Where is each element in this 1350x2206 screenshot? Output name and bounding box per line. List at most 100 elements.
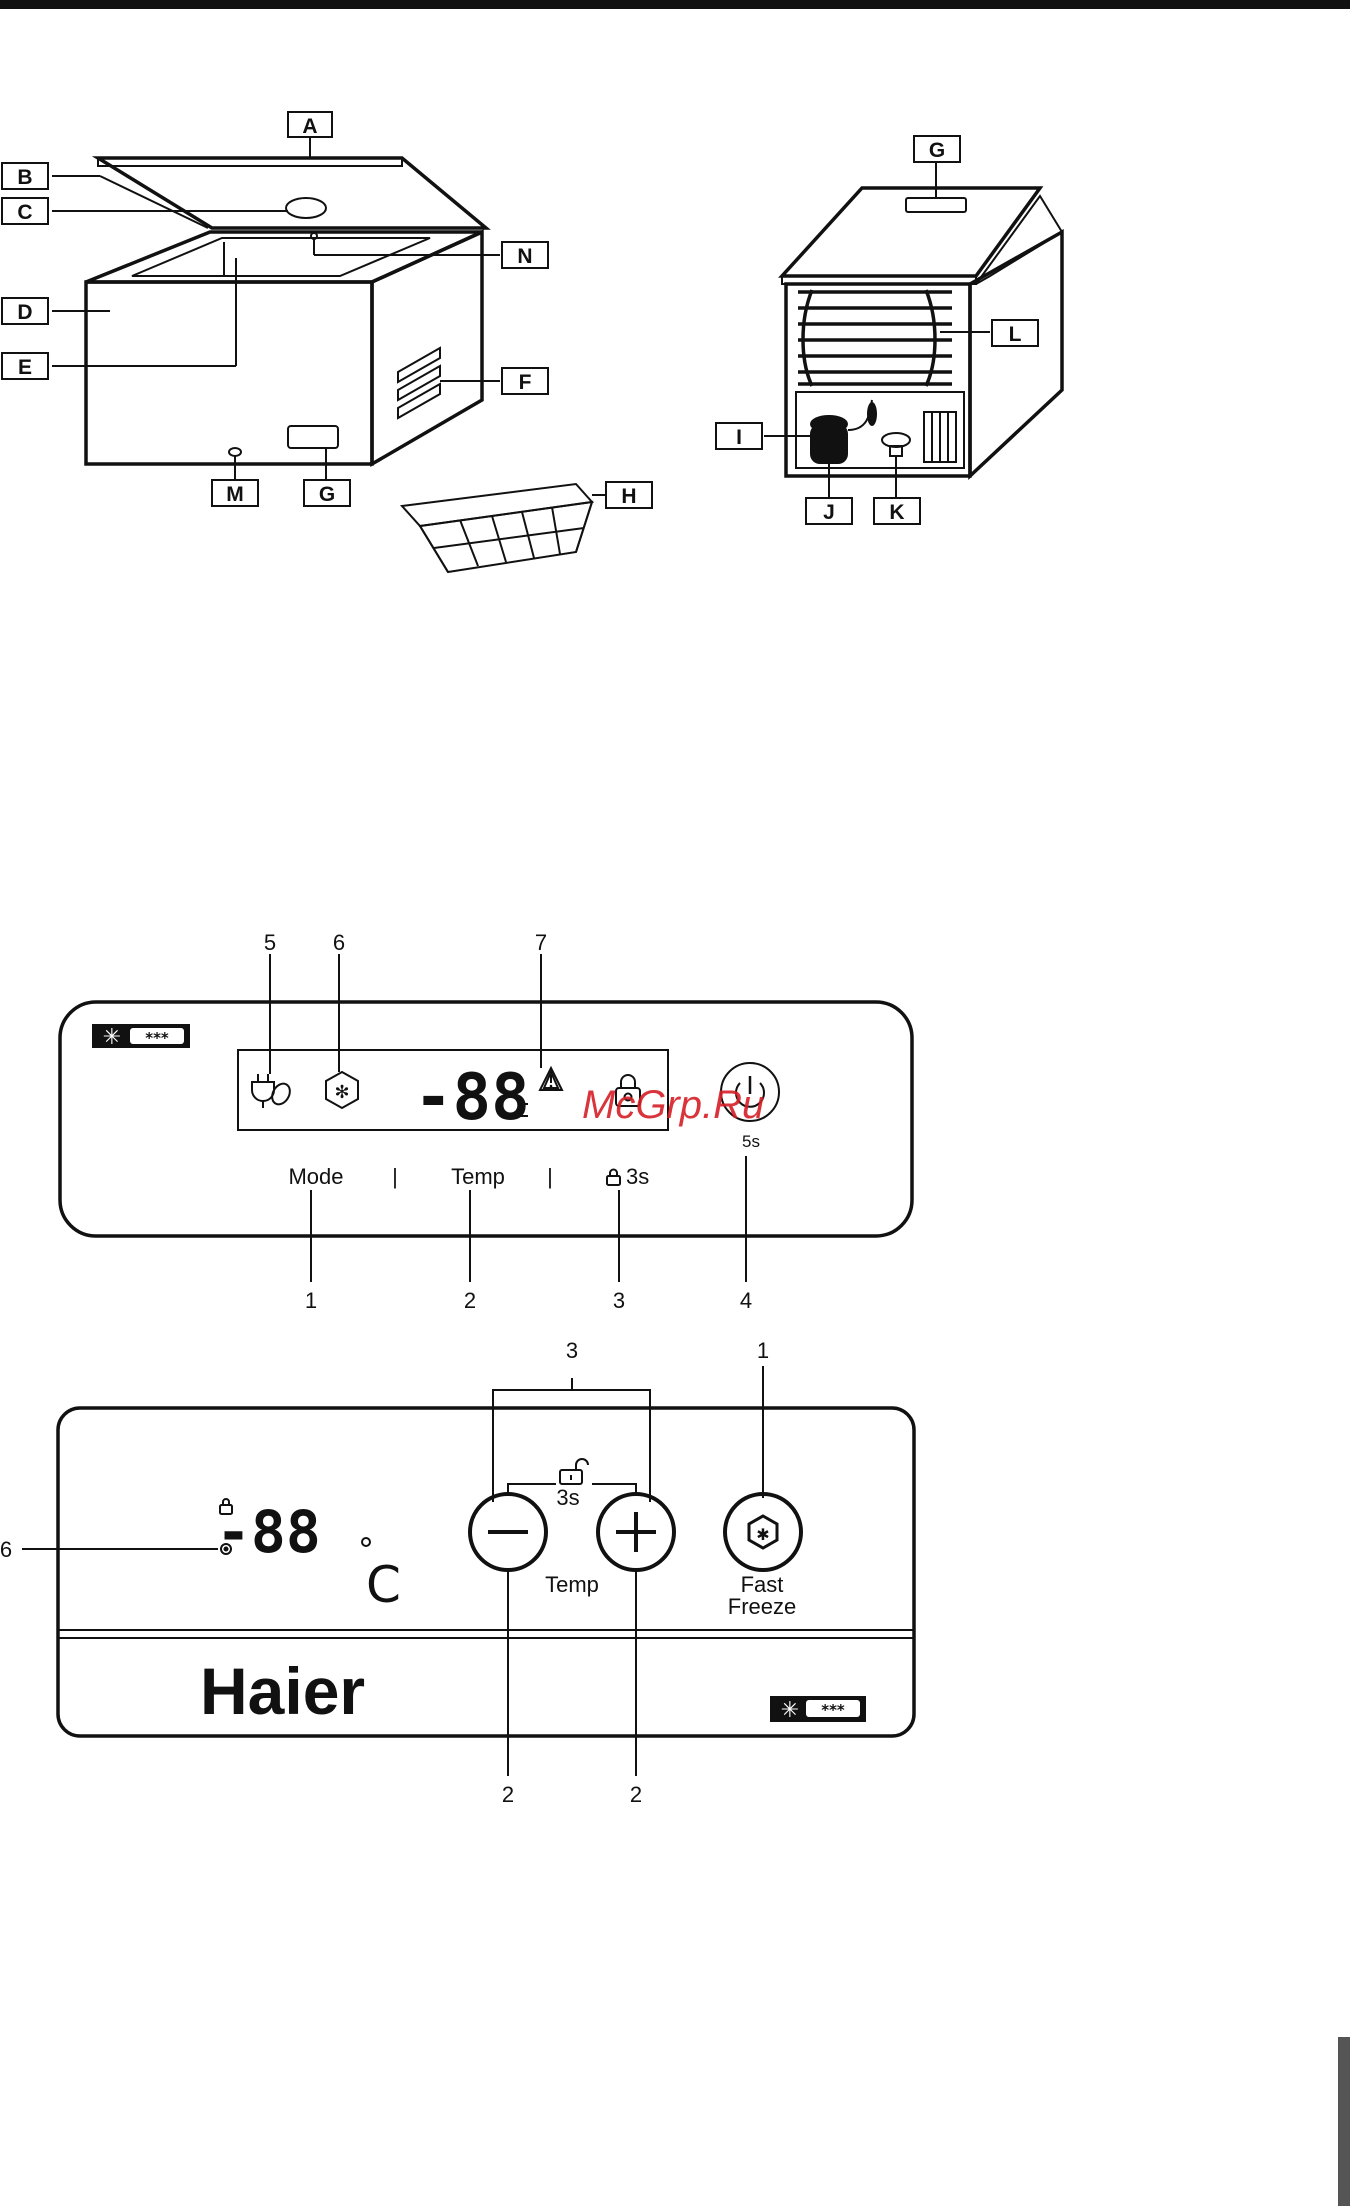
label-l: L (1009, 323, 1022, 346)
separator-1: | (392, 1164, 398, 1189)
panel1-snowflake-icon: ✳ (103, 1025, 121, 1050)
lid-handle-c (286, 198, 326, 218)
label-box-j: J (806, 498, 852, 524)
rear-control-panel (906, 198, 966, 212)
lock-small-icon (607, 1170, 620, 1185)
temp-button-label[interactable]: Temp (451, 1164, 505, 1189)
drain-plug (229, 448, 241, 456)
compressor-filter (867, 402, 877, 426)
label-box-k: K (874, 498, 920, 524)
label-i: I (736, 426, 742, 449)
label-a: A (302, 115, 317, 138)
panel1-rating-stars: *** (145, 1029, 169, 1047)
label-box-g-rear: G (914, 136, 960, 162)
label-box-g-front: G (304, 480, 350, 506)
callout-4: 4 (740, 1288, 752, 1313)
fast-freeze-label-2: Freeze (728, 1594, 796, 1619)
rear-side-panel (970, 232, 1062, 476)
panel2-temp-label: Temp (545, 1572, 599, 1597)
label-box-b: B (2, 163, 48, 189)
label-j: J (823, 501, 835, 524)
panel1-star-rating: ✳ *** (92, 1024, 190, 1050)
label-box-i: I (716, 423, 762, 449)
panel1-bottom-leaders (311, 1156, 746, 1282)
fig1-leaders (52, 136, 606, 495)
mode-button-label[interactable]: Mode (288, 1164, 343, 1189)
label-e: E (18, 356, 32, 379)
panel2-callout-2a: 2 (502, 1782, 514, 1807)
front-control-panel (288, 426, 338, 448)
separator-2: | (547, 1164, 553, 1189)
brand-logo: Haier (200, 1654, 365, 1728)
label-c: C (17, 201, 32, 224)
alarm-warning-icon (540, 1068, 562, 1090)
cabinet-front (86, 282, 372, 464)
panel2-snowflake-icon: ✳ (781, 1698, 799, 1723)
callout-7: 7 (535, 930, 547, 955)
panel2-rating-stars: *** (821, 1701, 845, 1719)
freezer-front-illustration: A B C D E F G M N H (2, 112, 652, 572)
label-n: N (517, 245, 532, 268)
panel2-callout-3: 3 (566, 1338, 578, 1363)
panel2-display: -88 C (216, 1498, 401, 1614)
callout-6: 6 (333, 930, 345, 955)
svg-text:✱: ✱ (756, 1525, 769, 1544)
compressor-top (810, 415, 848, 433)
svg-text:✻: ✻ (334, 1082, 349, 1103)
lock-button[interactable]: 3s (607, 1164, 649, 1189)
panel2-degree-mark (362, 1538, 370, 1546)
label-box-h: H (606, 482, 652, 508)
panel2-star-rating: ✳ *** (770, 1696, 866, 1723)
condenser-coils (798, 290, 952, 386)
label-h: H (621, 485, 636, 508)
label-box-d: D (2, 298, 48, 324)
panel2-bottom-leaders (508, 1570, 636, 1776)
fast-freeze-hex-icon: ✻ (326, 1072, 358, 1108)
power-hold-label: 5s (742, 1132, 760, 1151)
rear-lid-top (782, 188, 1040, 276)
callout-2: 2 (464, 1288, 476, 1313)
panel2-callout-2b: 2 (630, 1782, 642, 1807)
panel2-lock-hold-label: 3s (556, 1485, 579, 1510)
label-k: K (889, 501, 904, 524)
temp-minus-button[interactable] (470, 1494, 546, 1570)
control-panel-1: ✳ *** ✻ -88 (60, 930, 912, 1313)
label-b: B (17, 166, 32, 189)
panel2-frame (58, 1408, 914, 1736)
label-d: D (17, 301, 32, 324)
control-panel-2: 3 1 3s Temp ✱ Fast Freeze (0, 1338, 914, 1807)
side-vents (398, 348, 440, 418)
callout-5: 5 (264, 930, 276, 955)
cabinet-top-rim (86, 232, 482, 282)
label-m: M (226, 483, 244, 506)
label-box-m: M (212, 480, 258, 506)
panel1-top-leaders (270, 954, 541, 1074)
eco-plug-icon (252, 1074, 293, 1108)
label-box-e: E (2, 353, 48, 379)
label-box-l: L (992, 320, 1038, 346)
label-box-c: C (2, 198, 48, 224)
fast-freeze-button[interactable]: ✱ (725, 1494, 801, 1570)
lid-outline (98, 158, 486, 228)
panel2-temp-readout: -88 (216, 1498, 321, 1566)
panel2-celsius-label: C (366, 1556, 401, 1614)
callout-1: 1 (305, 1288, 317, 1313)
panel2-callout-1: 1 (757, 1338, 769, 1363)
lock-hold-label: 3s (626, 1164, 649, 1189)
freezer-rear-illustration: G L I J K (716, 136, 1062, 524)
inner-lamp (311, 233, 317, 239)
rear-lid-side (976, 196, 1062, 284)
cabinet-side (372, 232, 482, 464)
fan-k (882, 433, 910, 447)
compartment-grille (924, 412, 956, 462)
wire-basket (402, 484, 592, 572)
temp-plus-button[interactable] (598, 1494, 674, 1570)
label-box-a: A (288, 112, 332, 138)
label-f: F (519, 371, 532, 394)
panel2-callout-6: 6 (0, 1537, 12, 1562)
label-box-n: N (502, 242, 548, 268)
label-g-rear: G (929, 139, 945, 162)
unlock-icon (560, 1459, 588, 1484)
panel1-temp-readout: -88 (414, 1061, 530, 1135)
